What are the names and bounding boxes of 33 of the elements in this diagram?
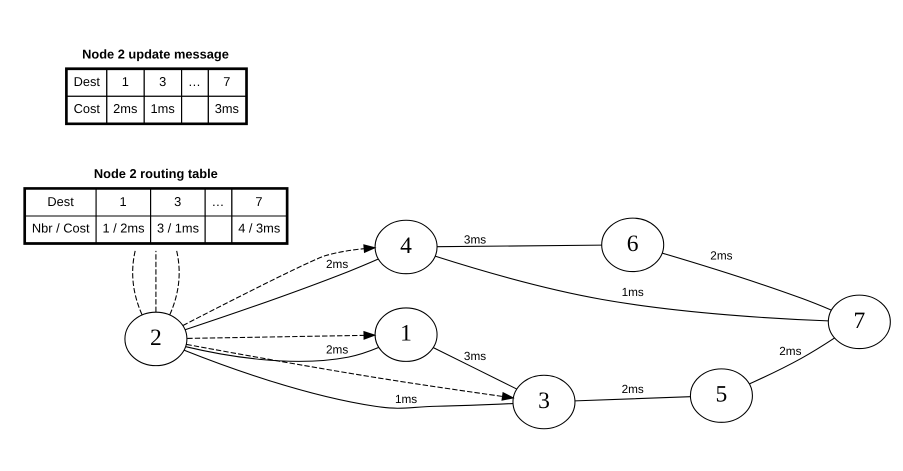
- connector: [186, 346, 380, 362]
- node-ellipse: 6: [601, 218, 664, 272]
- connector: [435, 256, 828, 322]
- edge-label: 1ms: [622, 286, 644, 299]
- arrow: [187, 330, 376, 340]
- edge-label: 1ms: [394, 392, 418, 406]
- edge-label: 3ms: [464, 234, 486, 247]
- edge-label: 3ms: [464, 350, 486, 364]
- arrow: [186, 344, 515, 401]
- connector: [433, 347, 518, 390]
- connector: [575, 396, 690, 402]
- connector: [155, 250, 156, 312]
- node-ellipse: 5: [690, 368, 753, 423]
- edge-label: 2ms: [326, 258, 348, 272]
- edge-label: 2ms: [326, 344, 348, 357]
- node-ellipse: 4: [374, 220, 438, 274]
- connector: [184, 350, 513, 409]
- node-ellipse: 2: [124, 312, 188, 366]
- connector: [132, 250, 142, 315]
- edge-label: 2ms: [779, 344, 802, 358]
- node-label: Node 2 update message: [82, 46, 229, 62]
- edge-label: 2ms: [710, 250, 733, 263]
- edge-label: 2ms: [622, 383, 644, 396]
- connector: [749, 338, 835, 384]
- arrow: [182, 244, 376, 326]
- connector: [169, 250, 180, 315]
- node-ellipse: 7: [828, 294, 891, 350]
- node-label: Node 2 routing table: [94, 166, 218, 182]
- connector: [662, 252, 832, 311]
- connector: [437, 244, 602, 248]
- node-ellipse: 1: [374, 307, 438, 362]
- node-ellipse: 3: [512, 374, 576, 430]
- connector: [184, 258, 379, 330]
